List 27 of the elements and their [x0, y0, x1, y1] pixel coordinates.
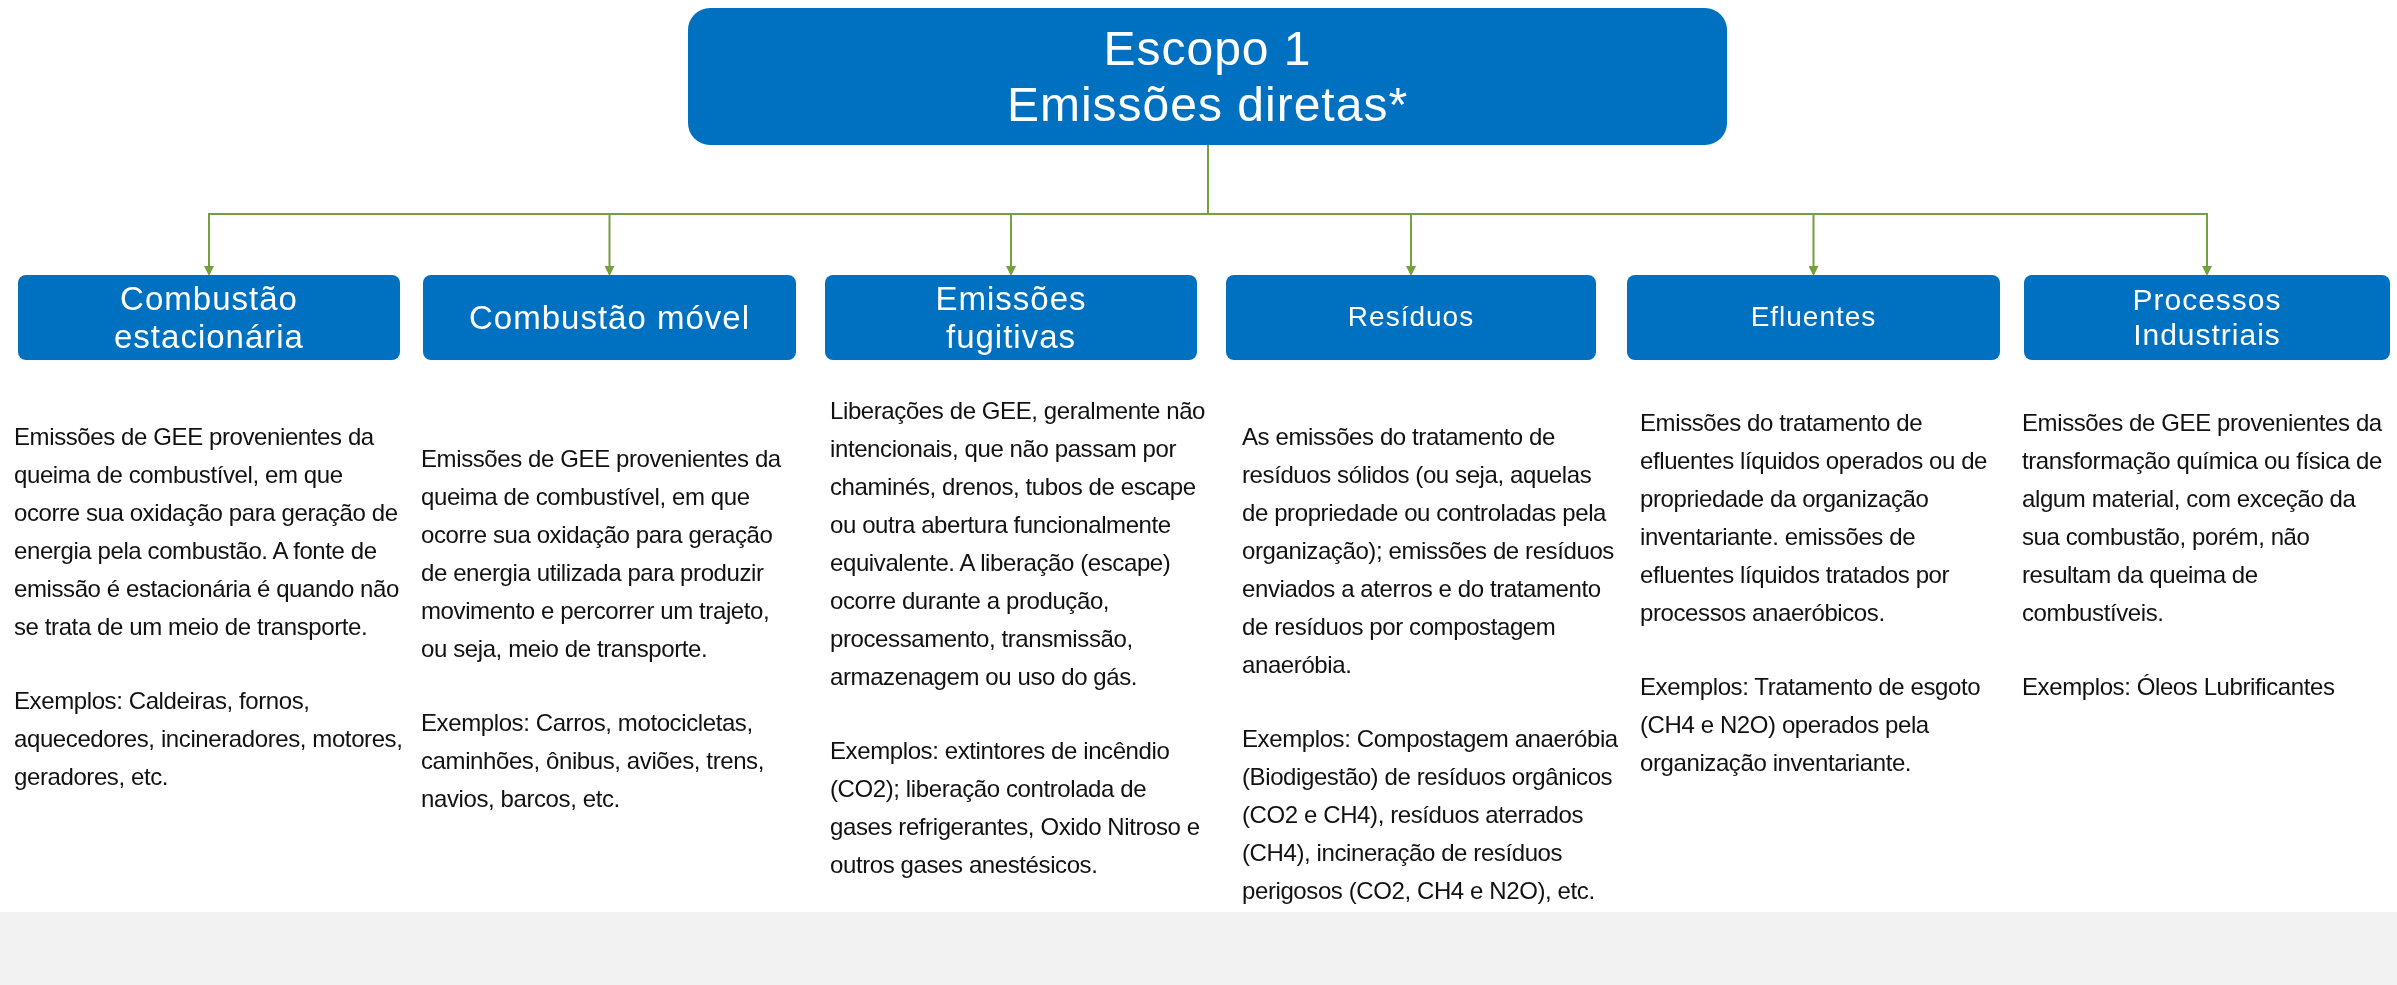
category-box [1226, 275, 1596, 360]
description-text: Exemplos: Tratamento de esgoto (CH4 e N2O) operados pela organização inventariante. [1640, 672, 1982, 778]
description-text: Liberações de GEE, geralmente não intencionais, que não passam por chaminés, drenos, tubos de escape ou outra abertura funcionalmente equivalente. A liberação (escape) ocorre durante a produção, processamento, transmissão, armazenagem ou uso do gás. [830, 396, 1207, 692]
box-title: Emissões fugitivas [934, 279, 1088, 356]
box-title: Combustão estacionária [113, 279, 305, 356]
box-title: Emissões diretas* [1006, 76, 1409, 132]
description-text: As emissões do tratamento de resíduos sólidos (ou seja, aquelas de propriedade ou controladas pela organização); emissões de resíduos enviados a aterros e do tratamento de resíduos por compostagem anaeróbia. [1242, 422, 1615, 680]
category-box [18, 275, 400, 360]
box-title: Escopo 1 [1103, 21, 1312, 77]
category-box [423, 275, 796, 360]
category-box [1627, 275, 2000, 360]
box-title: Processos Industriais [2131, 283, 2283, 352]
category-box [825, 275, 1197, 360]
description-text: Emissões de GEE provenientes da transformação química ou física de algum material, com exceção da sua combustão, porém, não resultam da queima de combustíveis. [2022, 408, 2383, 628]
description-text: Emissões de GEE provenientes da queima de combustível, em que ocorre sua oxidação para geração de energia pela combustão. A fonte de emissão é estacionária é quando não se trata de um meio de transporte. [14, 422, 400, 642]
category-box [688, 8, 1727, 145]
box-title: Combustão móvel [469, 298, 750, 337]
description-text: Exemplos: Compostagem anaeróbia (Biodigestão) de resíduos orgânicos (CO2 e CH4), resíduos aterrados (CH4), incineração de resíduos perigosos (CO2, CH4 e N2O), etc. [1242, 724, 1619, 906]
description-text: Emissões de GEE provenientes da queima de combustível, em que ocorre sua oxidação para geração de energia utilizada para produzir movimento e percorrer um trajeto, ou seja, meio de transporte. [421, 444, 782, 664]
description-text: Exemplos: Óleos Lubrificantes [2022, 672, 2336, 702]
category-box [2024, 275, 2390, 360]
description-text: Exemplos: Carros, motocicletas, caminhões, ônibus, aviões, trens, navios, barcos, etc. [421, 708, 765, 814]
description-text: Exemplos: Caldeiras, fornos, aquecedores, incineradores, motores, geradores, etc. [14, 686, 404, 792]
description-text: Exemplos: extintores de incêndio (CO2); liberação controlada de gases refrigerantes, Oxido Nitroso e outros gases anestésicos. [830, 736, 1201, 880]
box-title: Efluentes [1750, 301, 1877, 334]
box-title: Resíduos [1347, 301, 1475, 334]
description-text: Emissões do tratamento de efluentes líquidos operados ou de propriedade da organização inventariante. emissões de efluentes líquidos tratados por processos anaeróbicos. [1640, 408, 1989, 628]
